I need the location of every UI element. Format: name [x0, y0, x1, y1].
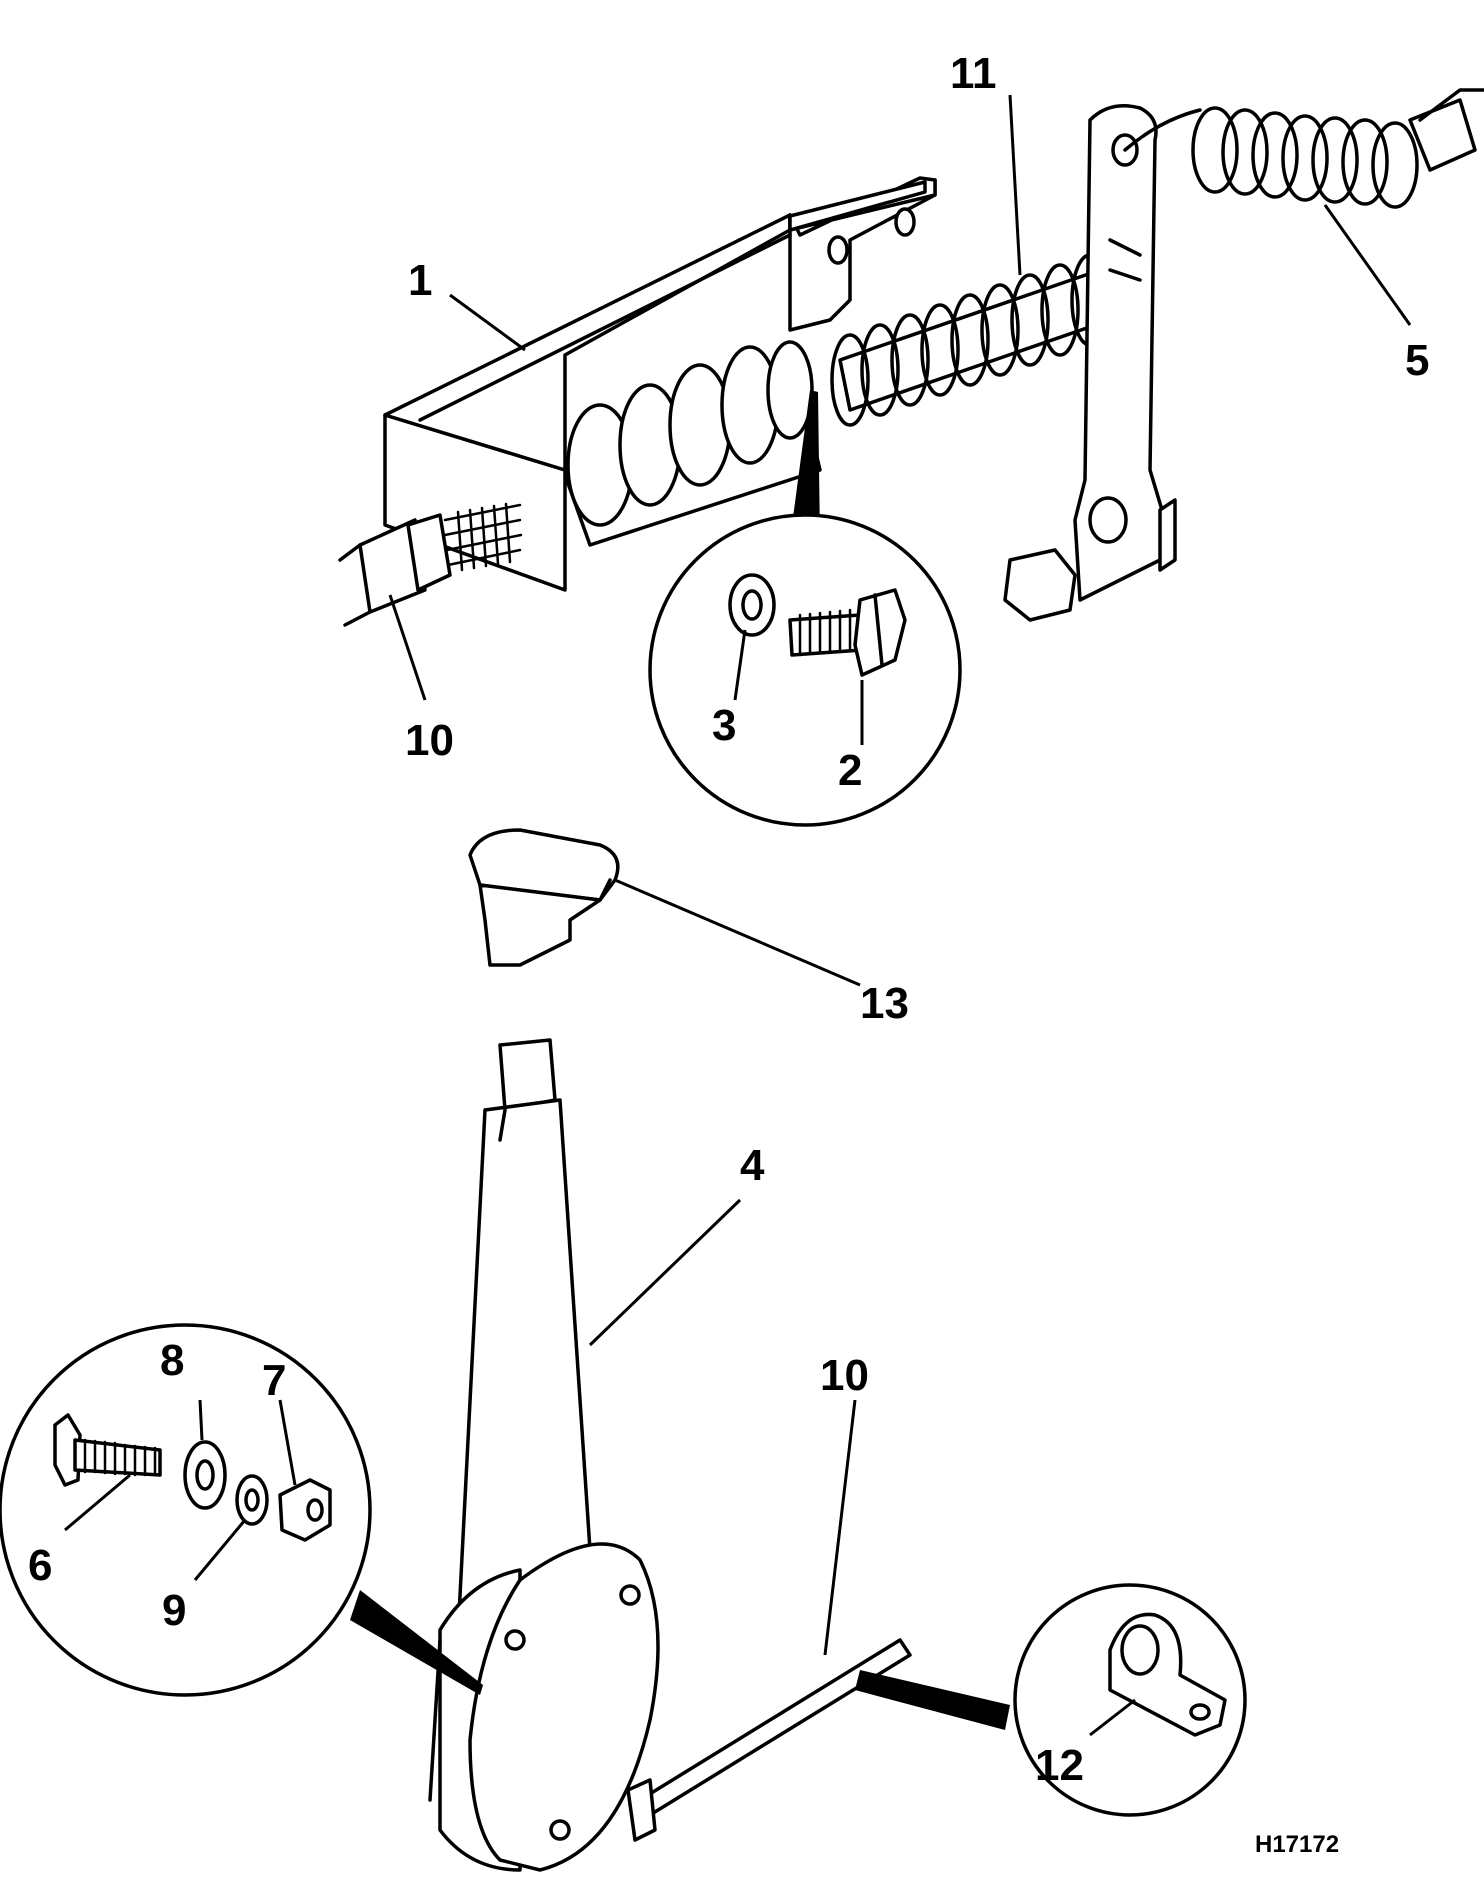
callout-11: 11	[950, 49, 997, 98]
lever-knob	[468, 828, 620, 967]
hex-bolt	[788, 588, 907, 677]
cable-top	[338, 502, 523, 627]
figure-id: H17172	[1255, 1831, 1339, 1858]
callout-6: 6	[28, 1541, 52, 1590]
callout-12: 12	[1035, 1741, 1084, 1790]
compression-spring	[830, 253, 1112, 427]
slotted-screw	[53, 1413, 162, 1487]
extension-spring	[1123, 88, 1484, 209]
detail-circle-clip	[855, 1583, 1247, 1817]
cable-clip	[1108, 1612, 1227, 1737]
cable-bottom	[626, 1638, 912, 1842]
callout-7: 7	[262, 1356, 286, 1405]
mounting-bracket	[383, 176, 937, 592]
callout-10-bottom: 10	[820, 1351, 869, 1400]
callout-3: 3	[712, 701, 736, 750]
lever-arm	[1003, 104, 1177, 622]
hex-nut	[278, 1478, 332, 1542]
callout-labels: 1 2 3 4 5 6 7 8 9 10 10 11 12 13	[28, 49, 1429, 1790]
callout-8: 8	[160, 1336, 184, 1385]
leader-lines	[64, 94, 1412, 1737]
callout-10-top: 10	[405, 716, 454, 765]
callout-4: 4	[740, 1141, 765, 1190]
friction-disc	[428, 1542, 660, 1872]
callout-2: 2	[838, 746, 862, 795]
callout-5: 5	[1405, 336, 1429, 385]
callout-13: 13	[860, 979, 909, 1028]
lock-washer-lower	[235, 1474, 269, 1526]
lock-washer	[728, 573, 776, 637]
detail-circle-bolt	[648, 390, 962, 827]
callout-1: 1	[408, 256, 432, 305]
flat-washer	[183, 1440, 227, 1510]
callout-9: 9	[162, 1586, 186, 1635]
detail-circle-fasteners	[0, 1323, 483, 1697]
rubber-boot	[563, 340, 822, 547]
